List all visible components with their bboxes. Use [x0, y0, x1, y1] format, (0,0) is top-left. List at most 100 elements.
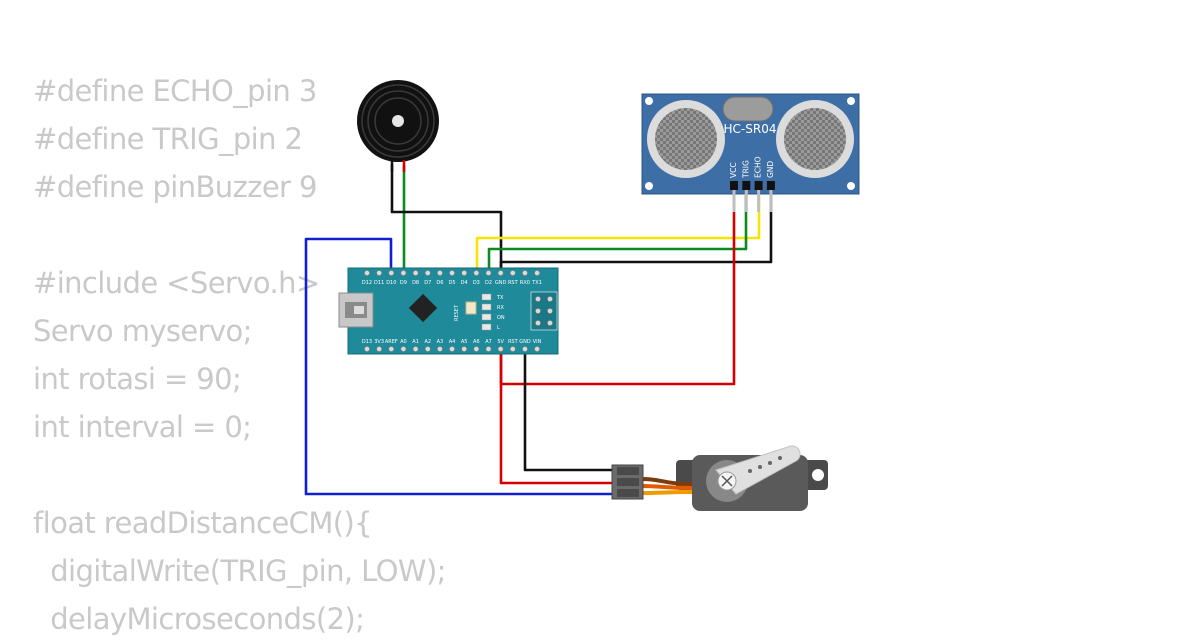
nano-bottom-pin[interactable]: [509, 346, 516, 352]
status-led: [481, 323, 492, 331]
nano-bottom-pin[interactable]: [522, 346, 528, 352]
microcontroller-chip: [408, 293, 438, 323]
nano-top-pin-label: D3: [473, 280, 480, 286]
nano-bottom-pin-label: A6: [473, 339, 480, 345]
sensor-pin-label: VCC: [729, 162, 738, 178]
nano-top-pin-label: D7: [424, 280, 431, 286]
wire-black-gnd-to-servo: [523, 348, 617, 472]
icsp-pin[interactable]: [547, 308, 553, 314]
nano-top-pin-label: D6: [436, 280, 443, 286]
icsp-pin[interactable]: [547, 296, 553, 302]
sensor-pin-leg: [744, 190, 748, 212]
nano-bottom-pin[interactable]: [424, 346, 431, 352]
sensor-pin-label: ECHO: [754, 156, 763, 178]
nano-top-pin[interactable]: [388, 270, 395, 276]
status-led-label: L: [497, 325, 500, 331]
nano-bottom-pin[interactable]: [412, 346, 419, 352]
servo-motor[interactable]: [611, 445, 828, 511]
wire-green-echo-to-d3: [487, 194, 748, 274]
nano-top-pin[interactable]: [473, 270, 480, 276]
code-editor-background: #define ECHO_pin 3#define TRIG_pin 2#def…: [33, 67, 446, 643]
wire-blue-d10-to-servo-signal: [304, 237, 617, 496]
nano-bottom-pin-label: A4: [449, 339, 456, 345]
nano-top-pin-label: D12: [362, 280, 372, 286]
icsp-pin[interactable]: [535, 320, 541, 326]
sensor-header-pin[interactable]: [730, 181, 738, 190]
sensor-model-label: HC-SR04: [724, 122, 777, 136]
status-led: [481, 303, 492, 311]
sensor-pin-leg: [732, 190, 736, 212]
code-line: Servo myservo;: [33, 314, 252, 348]
nano-top-pin-label: D4: [461, 280, 468, 286]
nano-bottom-pin-label: A2: [424, 339, 431, 345]
nano-bottom-pin[interactable]: [436, 346, 443, 352]
icsp-pin[interactable]: [547, 320, 553, 326]
code-line: #define pinBuzzer 9: [33, 170, 317, 204]
nano-bottom-pin-label: A3: [437, 339, 444, 345]
nano-bottom-pin[interactable]: [485, 346, 492, 352]
nano-bottom-pin-label: AREF: [385, 339, 398, 345]
wire-black-buzzer-to-gnd: [390, 163, 503, 274]
code-line: float readDistanceCM(){: [33, 506, 373, 540]
nano-top-pin[interactable]: [436, 270, 443, 276]
nano-top-pin[interactable]: [485, 270, 492, 276]
nano-bottom-pin-label: RST: [508, 339, 519, 345]
nano-top-pin[interactable]: [522, 270, 528, 276]
nano-top-pin-label: D9: [400, 280, 407, 286]
nano-top-pin[interactable]: [376, 270, 383, 276]
buzzer[interactable]: [357, 80, 439, 172]
code-line: #define ECHO_pin 3: [33, 74, 317, 108]
nano-bottom-pin[interactable]: [449, 346, 455, 352]
sensor-pin-label: GND: [766, 161, 775, 178]
status-led-label: TX: [496, 295, 504, 301]
icsp-pin[interactable]: [535, 296, 541, 302]
nano-top-pin[interactable]: [509, 270, 516, 276]
wire-yellow-trig-to-d2: [475, 194, 761, 274]
nano-bottom-pin[interactable]: [497, 346, 504, 352]
nano-bottom-pin[interactable]: [473, 346, 480, 352]
nano-top-pin-label: TX1: [531, 280, 542, 286]
nano-top-pin-label: RX0: [520, 280, 530, 286]
status-led-label: RX: [497, 305, 504, 311]
nano-bottom-pin[interactable]: [400, 346, 407, 352]
nano-top-pin[interactable]: [461, 270, 468, 276]
nano-bottom-pin[interactable]: [534, 346, 540, 352]
nano-top-pin[interactable]: [364, 270, 370, 276]
nano-top-pin-label: GND: [495, 280, 507, 286]
reset-button[interactable]: [465, 301, 477, 315]
nano-bottom-pin-label: A1: [412, 339, 419, 345]
sensor-header-pin[interactable]: [766, 181, 775, 190]
sensor-header-pin[interactable]: [754, 181, 763, 190]
nano-bottom-pin[interactable]: [388, 346, 395, 352]
nano-bottom-pin-label: VIN: [533, 339, 542, 345]
nano-bottom-pin-label: GND: [519, 339, 531, 345]
nano-bottom-pin-label: A7: [485, 339, 492, 345]
reset-label: RESET: [454, 304, 460, 321]
nano-bottom-pin[interactable]: [376, 346, 383, 352]
nano-top-pin[interactable]: [400, 270, 407, 276]
nano-top-pin-label: D8: [412, 280, 419, 286]
nano-bottom-pin-label: 5V: [497, 339, 504, 345]
nano-bottom-pin-label: 3V3: [374, 339, 384, 345]
nano-bottom-pin[interactable]: [461, 346, 468, 352]
nano-top-pin[interactable]: [534, 270, 540, 276]
icsp-pin[interactable]: [535, 308, 541, 314]
nano-top-pin[interactable]: [412, 270, 419, 276]
nano-top-pin-label: D10: [386, 280, 396, 286]
code-line: digitalWrite(TRIG_pin, LOW);: [33, 554, 446, 588]
nano-bottom-pin[interactable]: [364, 346, 370, 352]
wire-black-gnd-to-gnd: [499, 194, 773, 274]
nano-top-pin-label: D2: [485, 280, 492, 286]
wire-red-5v-to-servo: [499, 348, 617, 485]
code-line: int rotasi = 90;: [33, 362, 242, 396]
nano-top-pin[interactable]: [424, 270, 431, 276]
nano-bottom-pin-label: A0: [400, 339, 407, 345]
nano-top-pin[interactable]: [497, 270, 504, 276]
sensor-pin-label: TRIG: [741, 160, 750, 179]
sensor-header-pin[interactable]: [742, 181, 751, 190]
code-line: #include <Servo.h>: [33, 266, 320, 300]
nano-top-pin[interactable]: [449, 270, 455, 276]
